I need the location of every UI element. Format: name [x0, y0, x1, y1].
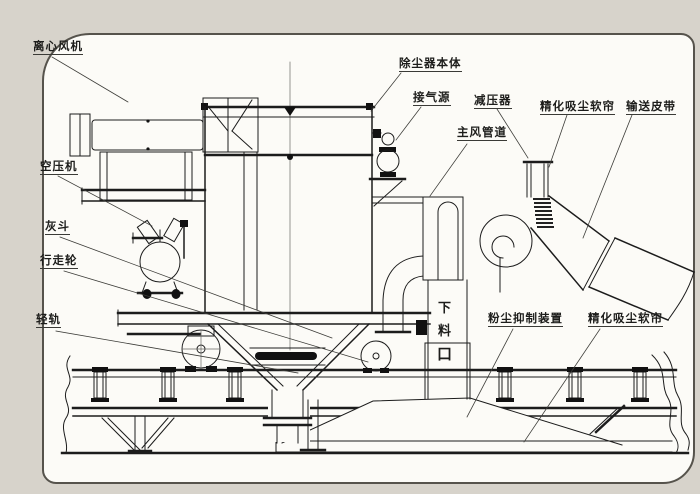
discharge-opening-char-2: 料: [438, 324, 452, 339]
label-ash-hopper: 灰斗: [45, 219, 70, 235]
air-source-gauges-drawing: [368, 129, 407, 207]
label-dust-suppression-device: 粉尘抑制装置: [488, 311, 563, 327]
curtain-and-conveyor-drawing: [522, 160, 695, 321]
dust-collector-body-drawing: [201, 103, 424, 313]
label-centrifugal-fan: 离心风机: [33, 39, 83, 55]
label-discharge-opening: 下 料 口: [437, 297, 452, 366]
hopper-spout-drawing: [262, 389, 327, 452]
label-dust-collector-body: 除尘器本体: [399, 56, 462, 72]
air-compressor-drawing: [80, 187, 207, 299]
dust-suppression-hood: [275, 351, 690, 454]
label-suction-curtain-bottom: 精化吸尘软帘: [588, 311, 663, 327]
leader-lines: [51, 56, 633, 443]
label-conveyor-belt: 输送皮带: [626, 99, 676, 115]
label-pressure-reducer: 减压器: [474, 93, 512, 109]
label-light-rail: 轻轨: [36, 312, 61, 328]
discharge-opening-char-1: 下: [438, 301, 452, 316]
label-air-compressor: 空压机: [40, 159, 78, 175]
discharge-opening-char-3: 口: [437, 345, 453, 363]
label-air-source-connection: 接气源: [413, 90, 451, 106]
label-main-air-duct: 主风管道: [457, 125, 507, 141]
roller-posts: [91, 367, 649, 402]
centrifugal-fan-drawing: [69, 97, 259, 201]
main-duct-and-chute-drawing: [374, 196, 533, 400]
label-travel-wheel: 行走轮: [40, 253, 78, 269]
label-suction-curtain-top: 精化吸尘软帘: [540, 99, 615, 115]
carriage-and-hopper-drawing: [116, 309, 432, 392]
